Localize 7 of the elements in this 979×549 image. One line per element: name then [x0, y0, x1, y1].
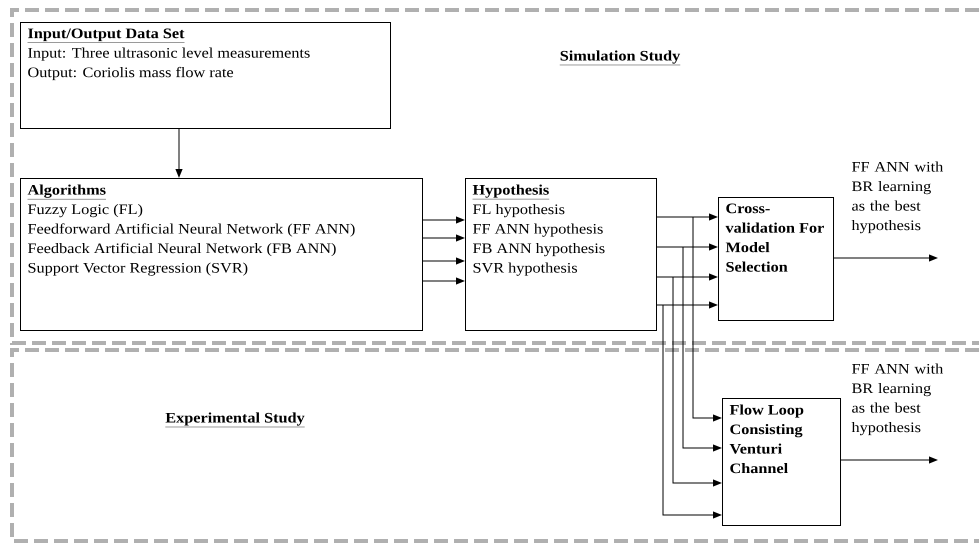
process-box: Input/Output Data Set Input: Three ultrasonic level measurements Output: Coriolis mass flow rate: [20, 22, 391, 129]
process-box: Flow Loop Consisting Venturi Channel: [722, 398, 841, 526]
edge-label: FF ANN with BR learning as the best hypothesis: [850, 362, 952, 436]
process-box: Cross-validation For Model Selection: [718, 197, 834, 321]
process-box: Hypothesis FL hypothesis FF ANN hypothesis FB ANN hypothesis SVR hypothesis: [465, 178, 657, 331]
process-box: Algorithms Fuzzy Logic (FL) Feedforward Artificial Neural Network (FF ANN) Feedback Artificial Neural Network (FB ANN) Support Vector Regression (SVR): [20, 178, 423, 331]
edge-label: FF ANN with BR learning as the best hypothesis: [850, 160, 952, 234]
